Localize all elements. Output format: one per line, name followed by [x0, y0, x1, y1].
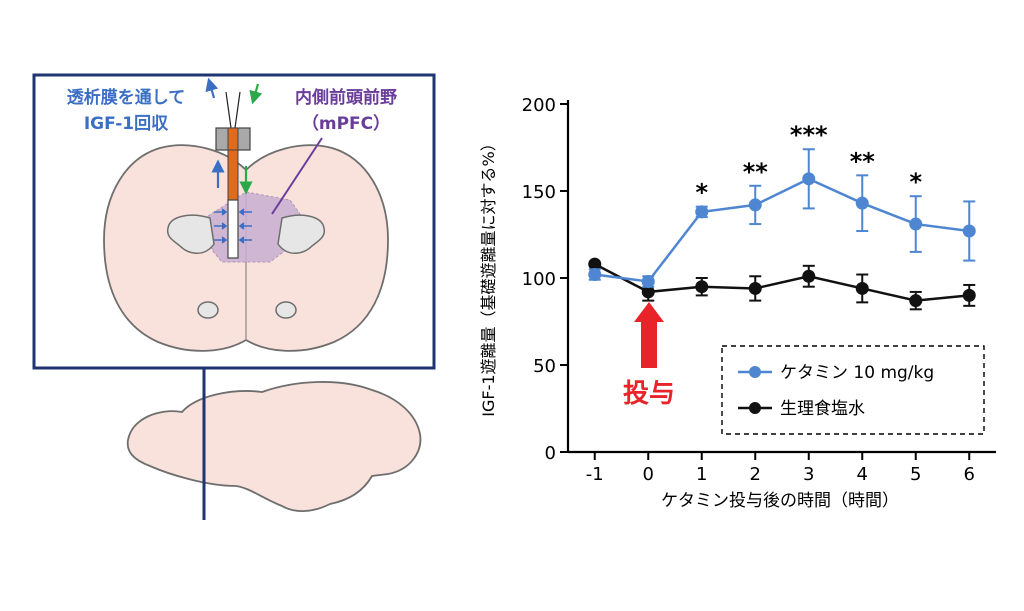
significance-layer: *********: [695, 121, 922, 206]
legend-label-ketamine: ケタミン 10 mg/kg: [780, 363, 934, 383]
series-0: [588, 148, 976, 288]
significance-mark: *: [695, 179, 708, 207]
right-ventricle: [277, 214, 326, 254]
x-tick-label: 4: [857, 464, 868, 485]
series-line: [594, 262, 970, 302]
significance-mark: *: [909, 168, 922, 196]
data-point: [748, 281, 762, 295]
data-point: [855, 196, 869, 210]
data-point: [962, 224, 976, 238]
series-1: [588, 257, 976, 311]
probe-shaft: [227, 149, 239, 201]
data-point: [962, 288, 976, 302]
microdialysis-probe: [205, 77, 263, 259]
dose-annotation: 投与: [623, 302, 675, 409]
data-point: [802, 172, 816, 186]
significance-mark: **: [850, 147, 876, 175]
x-tick-label: 3: [803, 464, 814, 485]
top-outflow-arrow-icon: [205, 77, 219, 99]
y-tick-label: 200: [522, 95, 556, 116]
data-point: [695, 205, 709, 219]
dialysis-label-line2: IGF-1回収: [84, 114, 169, 134]
data-point: [588, 268, 602, 282]
significance-mark: **: [743, 158, 769, 186]
x-tick-label: 6: [964, 464, 975, 485]
dose-label: 投与: [623, 379, 675, 409]
y-axis-label: IGF-1遊離量（基礎遊離量に対する%）: [479, 135, 498, 416]
sagittal-brain: [126, 381, 422, 512]
top-inflow-arrow-icon: [249, 83, 263, 105]
data-point: [695, 280, 709, 294]
data-point: [588, 257, 602, 271]
brain-diagram: 透析膜を通して IGF-1回収 内側前頭前野 （mPFC）: [32, 73, 436, 520]
x-tick-label: -1: [586, 464, 604, 485]
legend: ケタミン 10 mg/kg 生理食塩水: [721, 345, 985, 435]
y-axis: 0 50 100 150 200: [522, 95, 570, 464]
dialysis-membrane: [227, 199, 239, 259]
right-fiber-tract: [275, 301, 297, 319]
data-point: [641, 274, 655, 288]
data-point: [748, 198, 762, 212]
mpfc-pointer-line: [271, 137, 323, 215]
diffusion-arrows-icon: [214, 208, 252, 244]
dialysis-label-line1: 透析膜を通して: [67, 87, 186, 108]
mpfc-label-line1: 内側前頭前野: [295, 87, 397, 108]
mpfc-label-line2: （mPFC）: [302, 113, 390, 134]
y-tick-label: 50: [533, 356, 556, 377]
data-point: [855, 281, 869, 295]
x-tick-label: 0: [643, 464, 654, 485]
data-point: [641, 285, 655, 299]
y-tick-label: 0: [545, 443, 556, 464]
legend-label-saline: 生理食塩水: [780, 399, 865, 419]
significance-mark: ***: [790, 121, 828, 149]
x-axis: -1 0 1 2 3 4 5 6: [568, 450, 996, 485]
y-tick-label: 100: [522, 269, 556, 290]
left-fiber-tract: [197, 301, 219, 319]
data-point: [909, 294, 923, 308]
legend-marker-ketamine: [749, 366, 761, 378]
legend-box: [721, 345, 985, 435]
x-axis-label: ケタミン投与後の時間（時間）: [661, 491, 899, 511]
y-tick-label: 150: [522, 182, 556, 203]
left-ventricle: [166, 214, 215, 254]
x-tick-label: 5: [910, 464, 921, 485]
x-tick-label: 1: [696, 464, 707, 485]
data-point: [802, 269, 816, 283]
series-line: [594, 177, 970, 283]
data-point: [909, 217, 923, 231]
series-layer: [588, 148, 976, 311]
x-tick-label: 2: [750, 464, 761, 485]
legend-marker-saline: [749, 402, 761, 414]
dose-arrow-icon: [634, 302, 664, 368]
